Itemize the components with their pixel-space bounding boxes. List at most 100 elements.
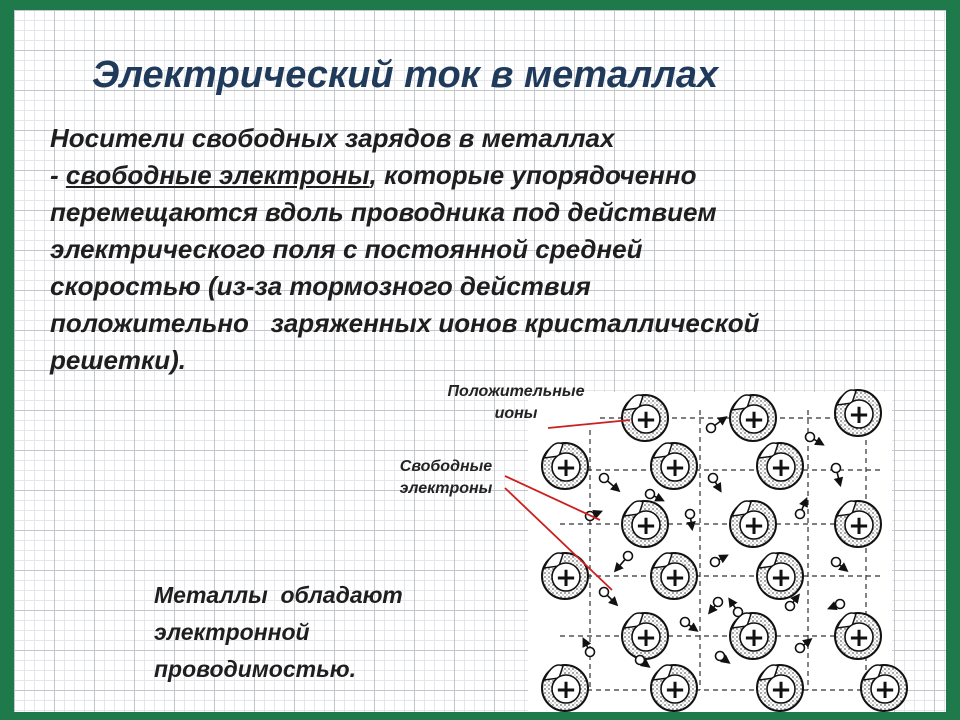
electron-dot — [830, 556, 842, 568]
electron-dot — [834, 598, 846, 610]
ion-notch — [835, 389, 857, 406]
electron-arrow — [613, 559, 626, 573]
label-line: электроны — [399, 480, 493, 497]
electron-dot — [794, 642, 806, 654]
electron-arrow — [728, 597, 738, 609]
ion-notch — [730, 394, 752, 411]
positive-ion: + — [756, 552, 804, 600]
conclusion-line: Металлы обладают — [154, 582, 403, 608]
ion-plus-sign: + — [770, 563, 792, 593]
body-line-rest: , которые упорядоченно — [369, 160, 697, 190]
free-electron — [613, 550, 634, 573]
electron-arrow — [714, 416, 728, 426]
pointer-lines — [504, 419, 631, 591]
ion-core — [551, 674, 581, 704]
ion-plus-sign: + — [555, 675, 577, 705]
electron-dot — [712, 596, 724, 608]
ion-notch — [542, 552, 564, 569]
ion-plus-sign: + — [770, 453, 792, 483]
pointer-line — [504, 475, 601, 521]
ion-plus-sign: + — [770, 675, 792, 705]
ion-plus-sign: + — [664, 675, 686, 705]
electron-dot — [622, 550, 634, 562]
ion-notch — [757, 442, 779, 459]
free-electron — [794, 497, 808, 520]
electron-arrow — [838, 562, 849, 572]
body-dash: - — [50, 160, 66, 190]
electron-dot — [598, 472, 610, 484]
positive-ion: + — [541, 664, 589, 712]
free-electron — [705, 416, 728, 434]
positive-ion: + — [834, 612, 882, 660]
free-electron — [684, 508, 696, 532]
ion-notch — [861, 664, 883, 681]
ion-notch — [651, 442, 673, 459]
free-electron — [708, 596, 724, 615]
positive-ion: + — [621, 500, 669, 548]
electron-arrow — [592, 509, 603, 519]
body-line: положительно заряженных ионов кристаллич… — [50, 308, 760, 338]
electron-dot — [830, 462, 842, 474]
slide-title: Электрический ток в металлах — [92, 54, 719, 96]
ion-plus-sign: + — [848, 511, 870, 541]
ion-notch — [835, 612, 857, 629]
ion-notch — [651, 664, 673, 681]
electron-arrow — [802, 638, 813, 648]
conclusion-text: Металлы обладают электронной проводимост… — [154, 577, 403, 688]
free-electron — [644, 488, 665, 502]
electron-arrow — [708, 604, 718, 615]
electron-dot — [709, 556, 721, 568]
ion-core — [660, 562, 690, 592]
free-electron — [598, 586, 619, 607]
ion-notch — [757, 552, 779, 569]
electron-dot — [705, 422, 717, 434]
ion-core — [844, 399, 874, 429]
electron-arrow — [686, 518, 696, 532]
electron-arrow — [790, 593, 800, 604]
ion-notch — [730, 500, 752, 517]
ion-plus-sign: + — [664, 563, 686, 593]
body-line: решетки). — [50, 345, 186, 375]
ion-plus-sign: + — [874, 675, 896, 705]
electron-dot — [679, 616, 691, 628]
electron-arrow — [827, 601, 838, 611]
electron-dot — [644, 488, 656, 500]
electron-arrow — [712, 481, 722, 493]
body-line: перемещаются вдоль проводника под действ… — [50, 197, 717, 227]
electron-dot — [732, 606, 744, 618]
label-positive-ions: Положительные ионы — [416, 381, 616, 425]
electron-arrow — [654, 492, 665, 502]
free-electron — [827, 598, 846, 611]
electron-dot — [714, 650, 726, 662]
ion-plus-sign: + — [743, 623, 765, 653]
ion-core — [739, 622, 769, 652]
ion-core — [870, 674, 900, 704]
free-electron — [784, 593, 800, 612]
free-electron — [728, 597, 744, 618]
lattice-lines — [560, 410, 880, 691]
ions-layer: +++++++++++++++++++ — [541, 389, 908, 712]
positive-ion: + — [860, 664, 908, 712]
positive-ion: + — [541, 442, 589, 490]
ion-plus-sign: + — [848, 623, 870, 653]
ion-notch — [835, 500, 857, 517]
ion-notch — [622, 500, 644, 517]
ion-notch — [730, 612, 752, 629]
positive-ion: + — [756, 664, 804, 712]
ion-core — [631, 622, 661, 652]
electron-arrow — [720, 654, 731, 664]
positive-ion: + — [650, 664, 698, 712]
body-line: скоростью (из-за тормозного действия — [50, 271, 591, 301]
ion-notch — [651, 552, 673, 569]
positive-ion: + — [621, 612, 669, 660]
free-electron — [709, 554, 729, 568]
ion-core — [660, 674, 690, 704]
body-line: - свободные электроны, которые упорядоче… — [50, 157, 950, 194]
positive-ion: + — [834, 500, 882, 548]
ion-plus-sign: + — [664, 453, 686, 483]
free-electron — [679, 616, 699, 632]
electron-dot — [584, 646, 596, 658]
positive-ion: + — [729, 500, 777, 548]
